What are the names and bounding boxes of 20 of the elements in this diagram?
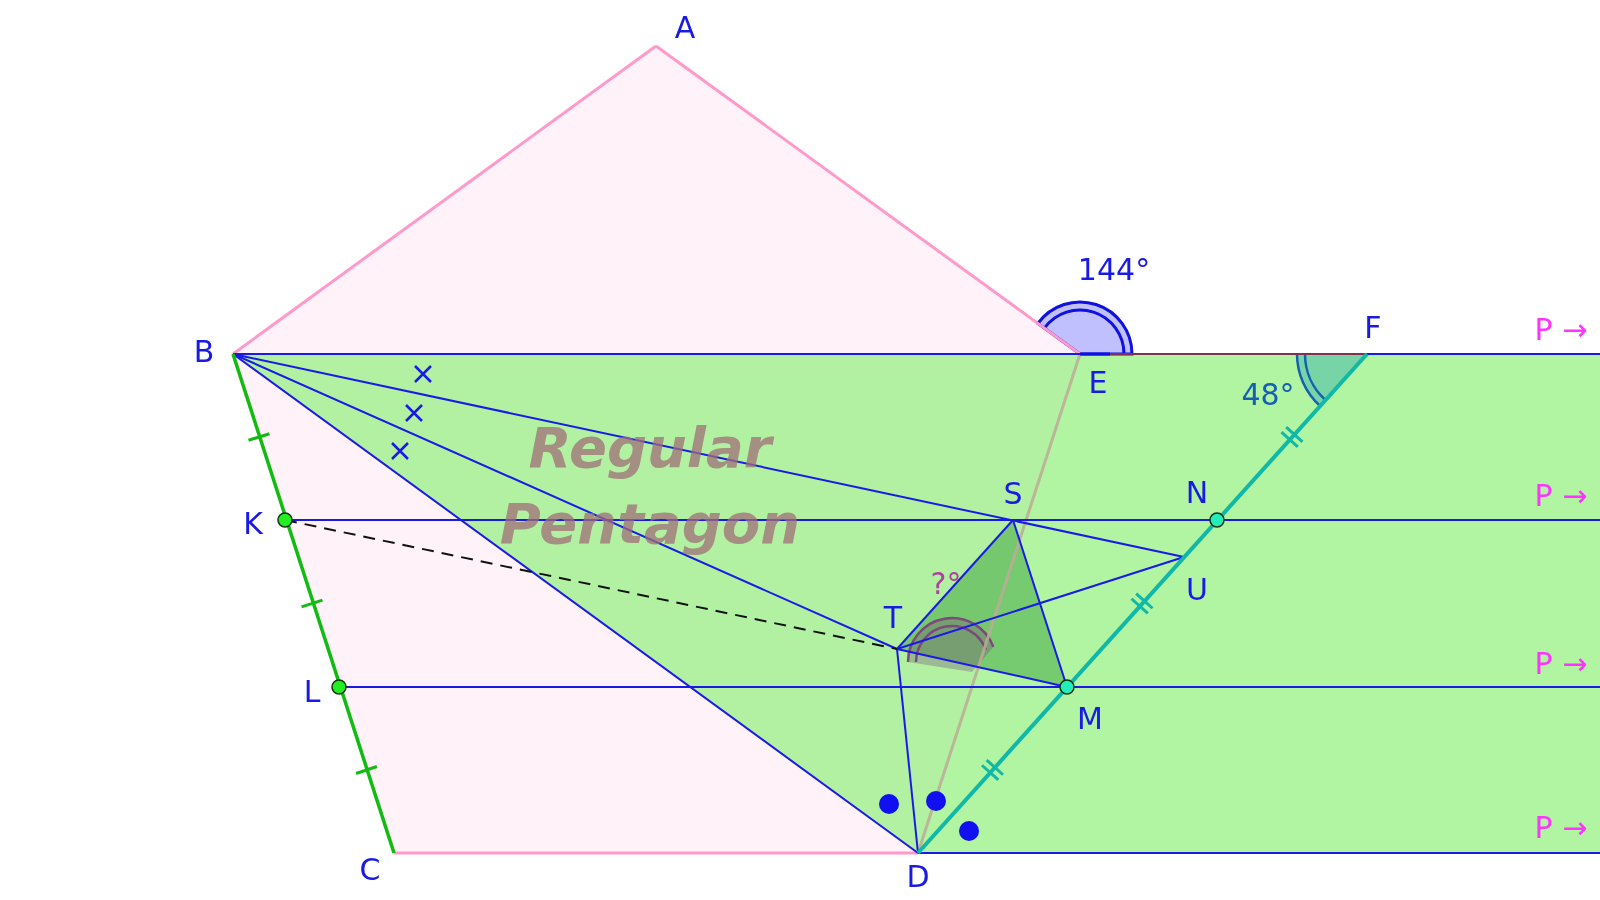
point-label: M bbox=[1077, 704, 1103, 734]
parallel-line-label: P → bbox=[1534, 481, 1588, 511]
point-label: B bbox=[193, 337, 215, 367]
point-label: A bbox=[674, 13, 696, 43]
point-label: F bbox=[1364, 313, 1382, 343]
parallel-line-label: P → bbox=[1534, 813, 1588, 843]
point-label: K bbox=[243, 509, 263, 539]
point-label: S bbox=[1003, 479, 1023, 509]
angle-label: ?° bbox=[930, 569, 962, 599]
point-label: U bbox=[1186, 575, 1208, 605]
point-label: N bbox=[1185, 478, 1209, 508]
point-label: C bbox=[359, 855, 381, 885]
point-label: L bbox=[303, 677, 321, 707]
point-label: E bbox=[1088, 368, 1108, 398]
parallel-line-label: P → bbox=[1534, 315, 1588, 345]
parallel-line-label: P → bbox=[1534, 649, 1588, 679]
angle-label: 48° bbox=[1241, 380, 1295, 410]
angle-label: 144° bbox=[1077, 255, 1151, 285]
point-label: D bbox=[906, 862, 930, 892]
point-label: T bbox=[883, 603, 903, 633]
